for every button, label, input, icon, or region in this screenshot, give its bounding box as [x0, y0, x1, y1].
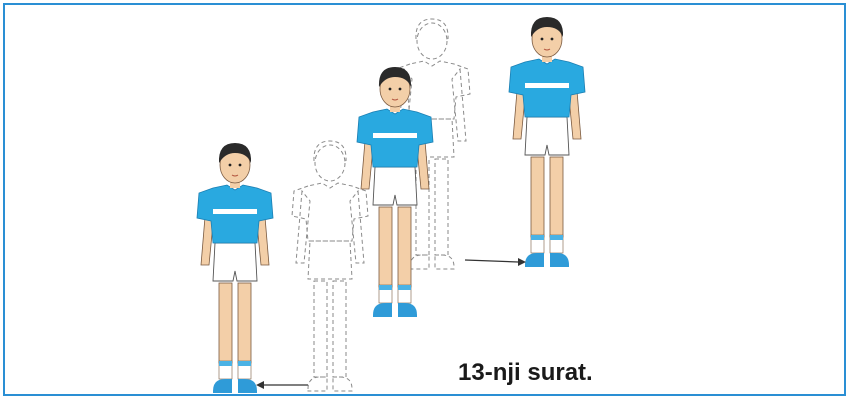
figure-frame: 13-nji surat. [3, 3, 846, 396]
figure-caption: 13-nji surat. [458, 359, 593, 387]
arrow-left-icon [256, 381, 308, 389]
boy-figure-far-right [509, 17, 585, 267]
ghost-figure-middle [292, 141, 368, 391]
boy-figure-middle [357, 67, 433, 317]
boy-figure-front-left [197, 143, 273, 393]
boy-posture-illustration [190, 11, 610, 399]
arrow-right-icon [465, 258, 526, 266]
